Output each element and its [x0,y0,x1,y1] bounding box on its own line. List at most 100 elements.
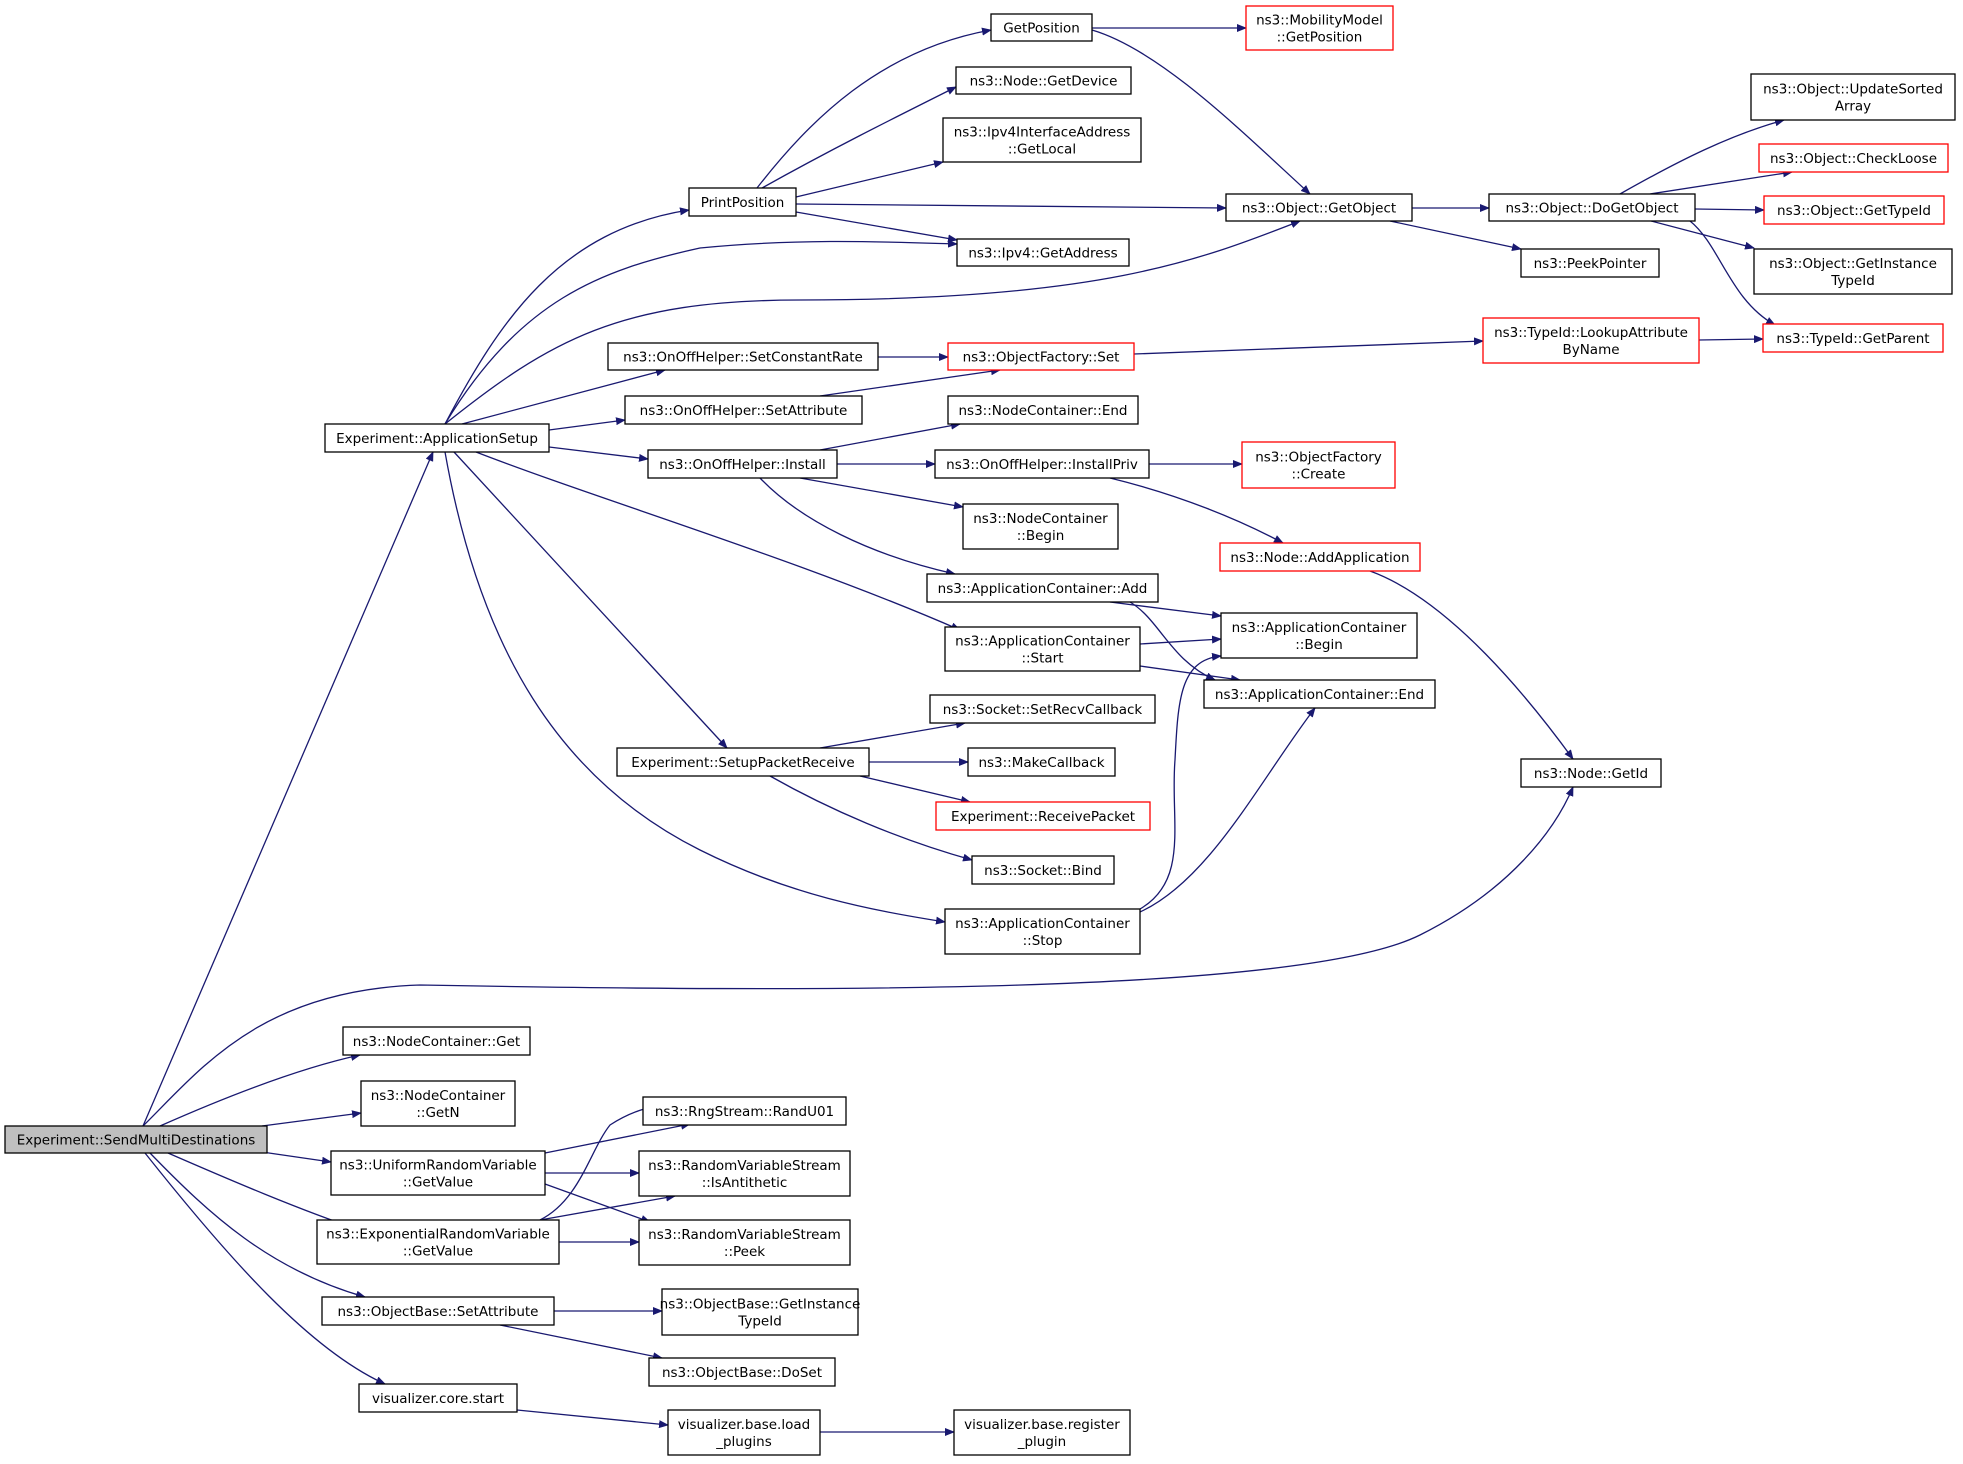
node-node-add-application[interactable]: ns3::Node::AddApplication [1219,542,1421,572]
node-app-container-start[interactable]: ns3::ApplicationContainer::Start [944,626,1141,672]
edge-onoff-install-to-node-container-begin [799,477,964,510]
node-mobility-get-position[interactable]: ns3::MobilityModel::GetPosition [1245,5,1394,51]
node-rng-stream-rand-u01[interactable]: ns3::RngStream::RandU01 [642,1096,847,1126]
node-object-factory-set[interactable]: ns3::ObjectFactory::Set [947,342,1135,371]
edge-application-setup-to-ipv4-get-address [444,239,958,425]
node-object-base-do-set[interactable]: ns3::ObjectBase::DoSet [648,1357,836,1387]
node-object-base-set-attribute[interactable]: ns3::ObjectBase::SetAttribute [321,1296,555,1326]
node-app-container-stop[interactable]: ns3::ApplicationContainer::Stop [944,908,1141,955]
node-label: ns3::ApplicationContainer [1232,620,1407,636]
node-onoff-install[interactable]: ns3::OnOffHelper::Install [647,449,838,479]
node-label: ns3::ObjectBase::DoSet [662,1365,822,1381]
edge-object-do-get-object-to-typeid-get-parent [1689,220,1776,326]
node-label: ns3::RandomVariableStream [648,1158,841,1174]
node-label: TypeId [737,1314,782,1330]
call-edges [142,24,1793,1436]
node-label: _plugin [1017,1434,1067,1450]
edge-onoff-install-to-node-container-end [819,421,961,451]
node-object-do-get-object[interactable]: ns3::Object::DoGetObject [1488,193,1696,222]
node-label: ::Begin [1295,637,1343,653]
node-setup-packet-receive[interactable]: Experiment::SetupPacketReceive [616,747,870,777]
node-get-type-id[interactable]: ns3::Object::GetTypeId [1763,195,1945,225]
node-node-container-get-n[interactable]: ns3::NodeContainer::GetN [360,1080,516,1127]
node-label: ns3::NodeContainer::Get [353,1034,520,1050]
node-receive-packet[interactable]: Experiment::ReceivePacket [935,801,1151,831]
node-visualizer-core-start[interactable]: visualizer.core.start [358,1383,518,1413]
edge-object-get-object-to-peek-pointer [1389,220,1522,252]
node-box [942,117,1142,163]
node-label: ns3::ObjectBase::GetInstance [660,1297,861,1313]
node-check-loose[interactable]: ns3::Object::CheckLoose [1758,143,1949,173]
edge-app-container-stop-to-app-container-begin [1139,652,1222,910]
node-app-container-begin[interactable]: ns3::ApplicationContainer::Begin [1220,612,1418,659]
node-node-get-id[interactable]: ns3::Node::GetId [1520,758,1662,788]
node-exponential-rv-get-value[interactable]: ns3::ExponentialRandomVariable::GetValue [316,1219,560,1265]
node-node-container-begin[interactable]: ns3::NodeContainer::Begin [962,503,1119,550]
node-object-factory-create[interactable]: ns3::ObjectFactory::Create [1241,441,1396,489]
node-typeid-get-parent[interactable]: ns3::TypeId::GetParent [1762,323,1944,353]
edge-print-position-to-ipv4-iface-get-local [795,160,944,198]
node-box [648,1357,836,1387]
node-uniform-rv-get-value[interactable]: ns3::UniformRandomVariable::GetValue [330,1150,546,1196]
node-visualizer-base-load-plugins[interactable]: visualizer.base.load_plugins [667,1409,821,1456]
node-box [607,342,879,371]
node-box [1203,679,1436,709]
node-onoff-set-attribute[interactable]: ns3::OnOffHelper::SetAttribute [624,395,863,425]
node-print-position[interactable]: PrintPosition [688,187,797,217]
node-send-multi-destinations[interactable]: Experiment::SendMultiDestinations [4,1125,268,1154]
node-box [4,1125,268,1154]
node-app-container-add[interactable]: ns3::ApplicationContainer::Add [926,573,1159,603]
node-socket-set-recv-callback[interactable]: ns3::Socket::SetRecvCallback [929,694,1156,724]
node-node-container-end[interactable]: ns3::NodeContainer::End [947,395,1139,425]
edge-print-position-to-node-get-device [761,86,957,189]
node-label: ::GetLocal [1008,142,1076,158]
node-box [330,1150,546,1196]
edge-print-position-to-ipv4-get-address [795,211,958,243]
node-label: ns3::ApplicationContainer [955,634,1130,650]
node-label: ns3::Node::GetDevice [970,74,1118,90]
node-label: visualizer.base.register [964,1417,1120,1433]
node-app-container-end[interactable]: ns3::ApplicationContainer::End [1203,679,1436,709]
node-label: ::Peek [724,1244,765,1260]
node-set-constant-rate[interactable]: ns3::OnOffHelper::SetConstantRate [607,342,879,371]
node-box [947,395,1139,425]
node-rvs-is-antithetic[interactable]: ns3::RandomVariableStream::IsAntithetic [638,1150,851,1197]
node-label: TypeId [1830,273,1875,289]
node-node-container-get[interactable]: ns3::NodeContainer::Get [342,1026,531,1056]
node-object-get-object[interactable]: ns3::Object::GetObject [1225,193,1413,222]
node-label: ns3::Socket::SetRecvCallback [943,702,1143,718]
node-box [1753,248,1953,295]
node-label: ns3::Object::UpdateSorted [1763,82,1943,98]
node-label: ns3::RngStream::RandU01 [655,1104,834,1120]
node-box [935,801,1151,831]
edge-object-base-set-attribute-to-object-base-do-set [499,1324,663,1361]
node-ipv4-get-address[interactable]: ns3::Ipv4::GetAddress [956,238,1130,267]
node-node-get-device[interactable]: ns3::Node::GetDevice [955,66,1132,95]
node-peek-pointer[interactable]: ns3::PeekPointer [1520,248,1660,278]
edge-application-setup-to-print-position [444,207,690,425]
edge-visualizer-core-start-to-visualizer-base-load-plugins [516,1409,669,1429]
edge-send-multi-destinations-to-visualizer-core-start [144,1152,386,1385]
node-label: ns3::PeekPointer [1534,256,1647,272]
call-nodes: Experiment::SendMultiDestinations Experim… [4,5,1956,1456]
node-box [667,1409,821,1456]
node-box [944,626,1141,672]
node-application-setup[interactable]: Experiment::ApplicationSetup [324,423,550,453]
node-box [1762,323,1944,353]
node-ipv4-iface-get-local[interactable]: ns3::Ipv4InterfaceAddress::GetLocal [942,117,1142,163]
node-box [990,13,1093,42]
node-box [944,908,1141,955]
node-rvs-peek[interactable]: ns3::RandomVariableStream::Peek [638,1219,851,1266]
node-visualizer-base-register-plugin[interactable]: visualizer.base.register_plugin [953,1409,1131,1456]
node-label: ns3::UniformRandomVariable [339,1158,537,1174]
edge-print-position-to-object-get-object [795,203,1227,212]
node-make-callback[interactable]: ns3::MakeCallback [967,747,1116,777]
node-socket-bind[interactable]: ns3::Socket::Bind [971,855,1115,885]
node-onoff-install-priv[interactable]: ns3::OnOffHelper::InstallPriv [934,449,1150,479]
node-get-position[interactable]: GetPosition [990,13,1093,42]
node-box [947,342,1135,371]
